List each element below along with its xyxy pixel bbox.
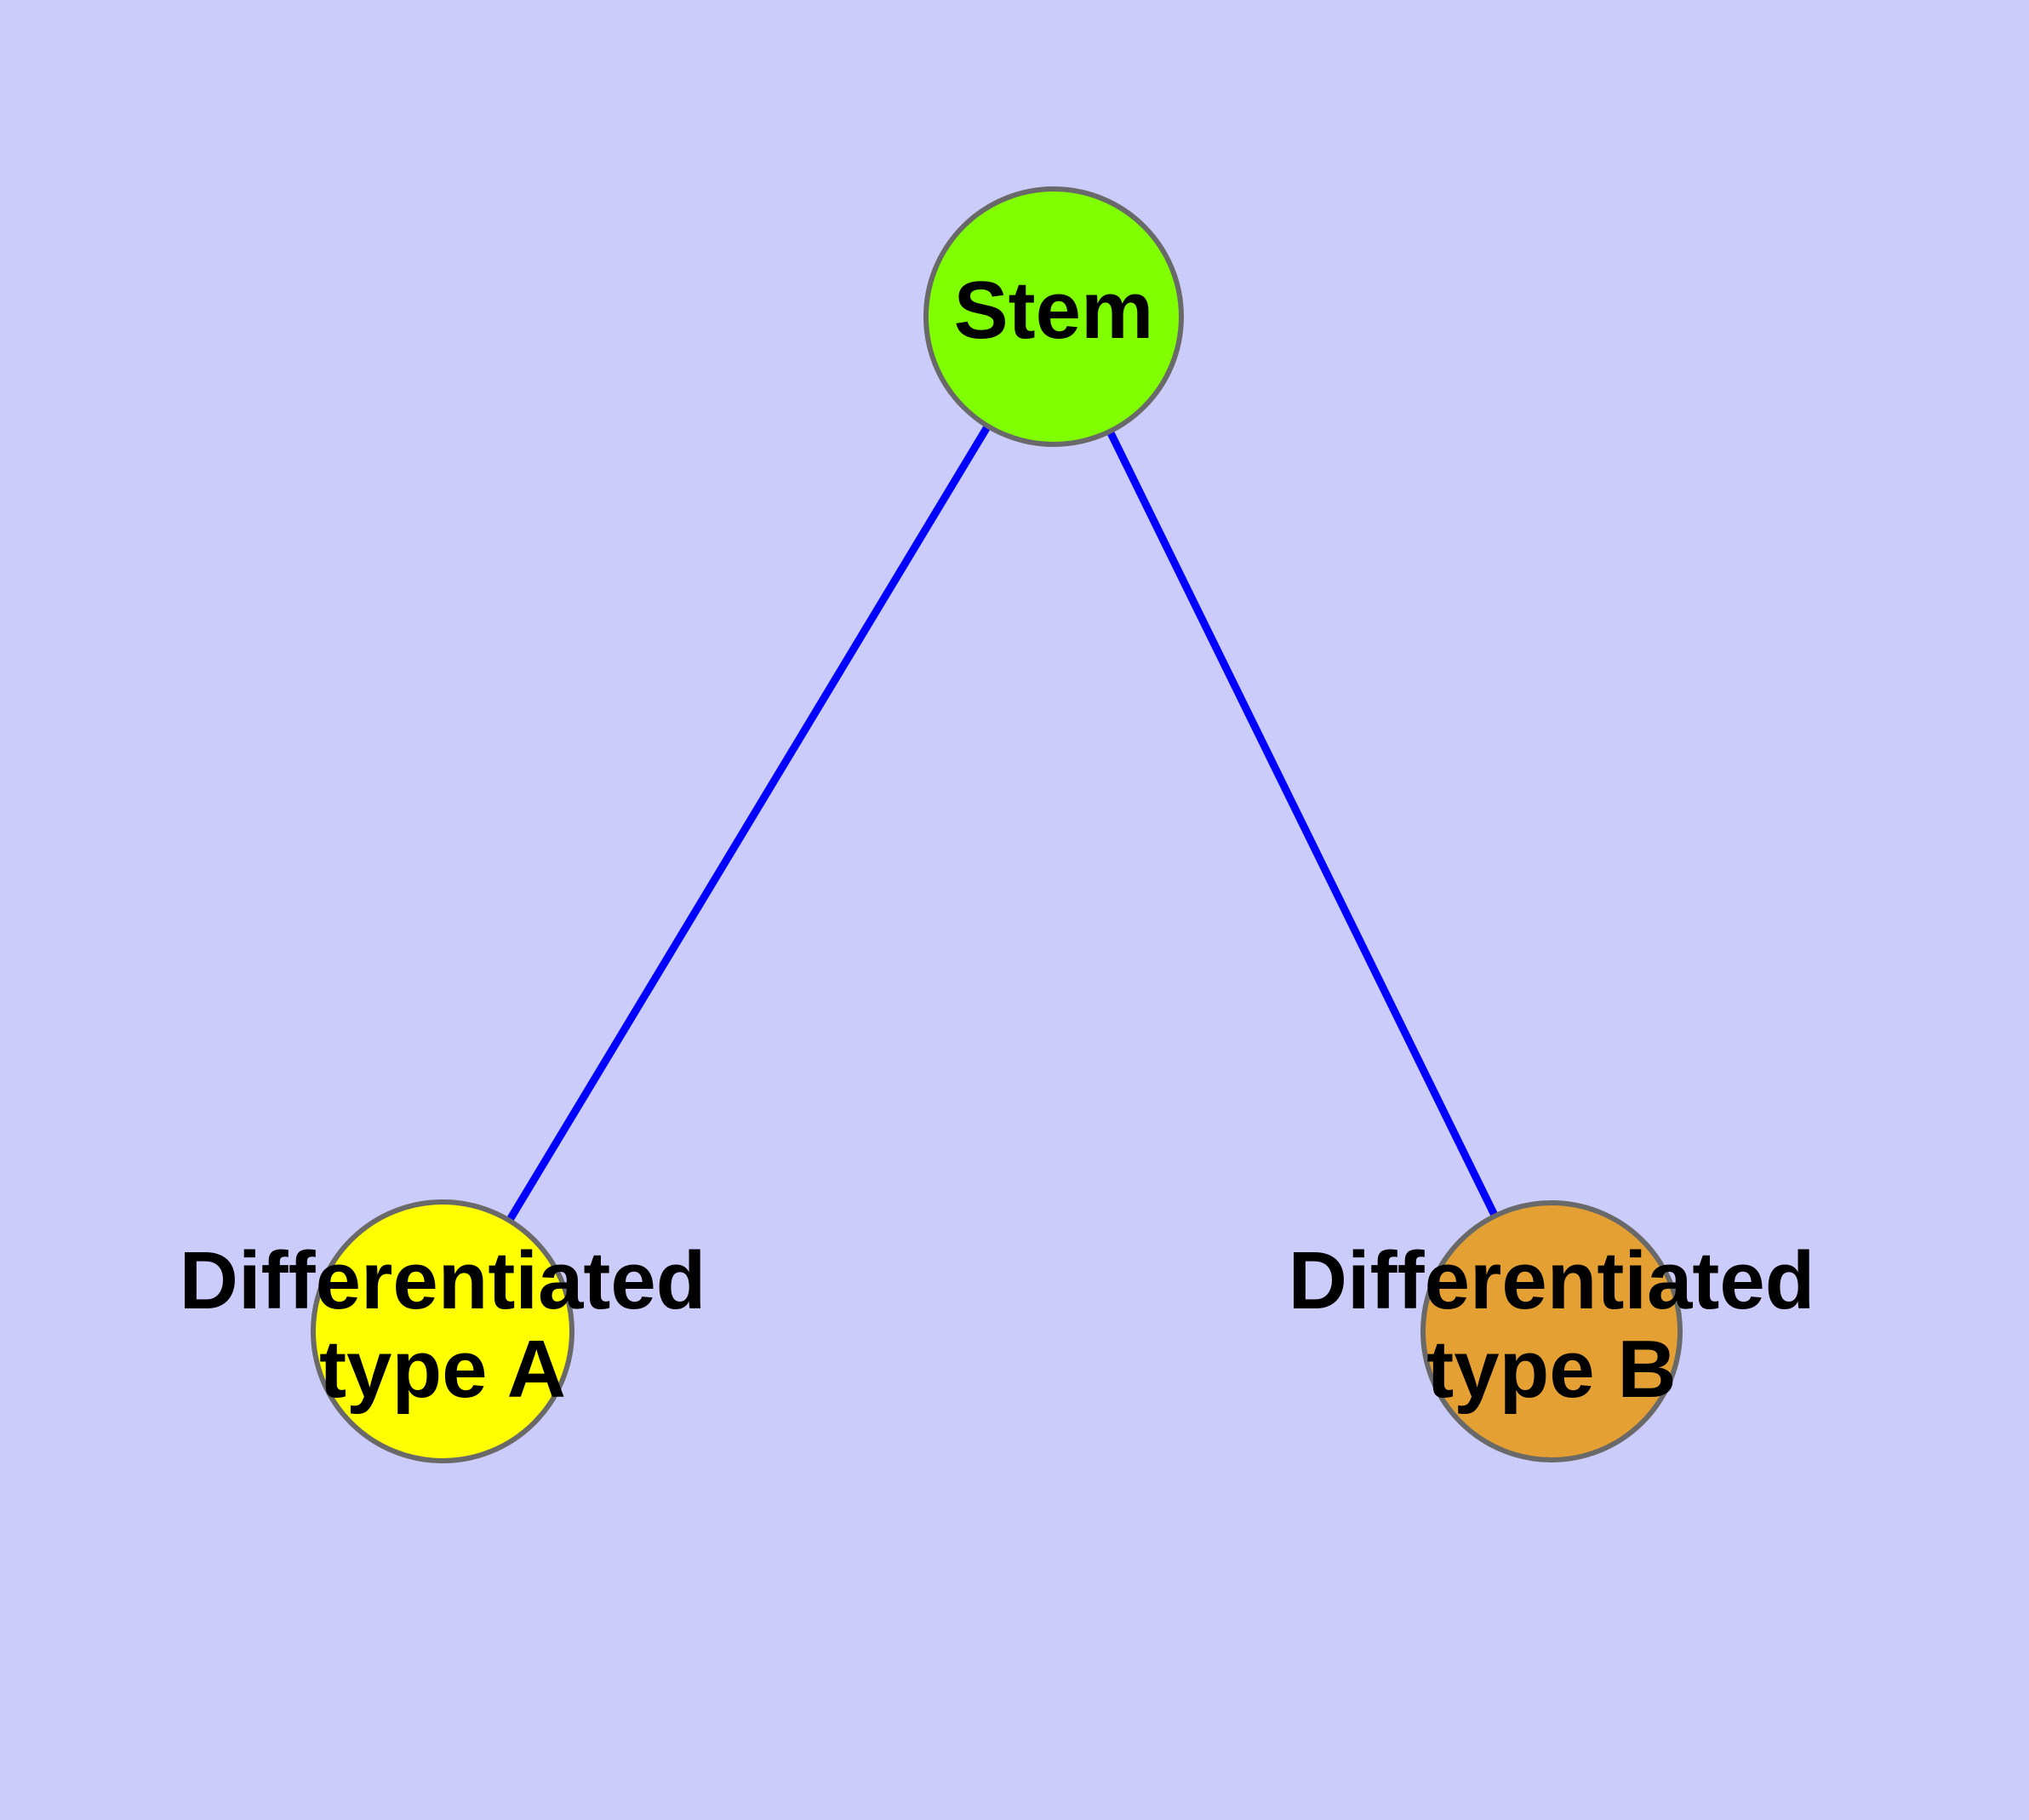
node-label-line: Stem — [954, 265, 1154, 356]
graph-edge — [439, 314, 1057, 1334]
node-label-stem: Stem — [954, 265, 1154, 356]
edge-layer — [439, 314, 1556, 1334]
node-circle-stem[interactable] — [923, 186, 1184, 447]
node-circle-diff_a[interactable] — [311, 1199, 574, 1463]
graph-node-diff_a[interactable] — [311, 1199, 574, 1463]
node-circle-diff_b[interactable] — [1420, 1200, 1683, 1462]
node-label-line: type A — [319, 1324, 566, 1415]
node-label-line: Differentiated — [1289, 1235, 1815, 1326]
node-label-line: Differentiated — [180, 1235, 706, 1326]
graph-edge — [1049, 315, 1556, 1333]
graph-node-diff_b[interactable] — [1420, 1200, 1683, 1462]
graph-node-stem[interactable] — [923, 186, 1184, 447]
node-label-line: type B — [1426, 1324, 1676, 1415]
